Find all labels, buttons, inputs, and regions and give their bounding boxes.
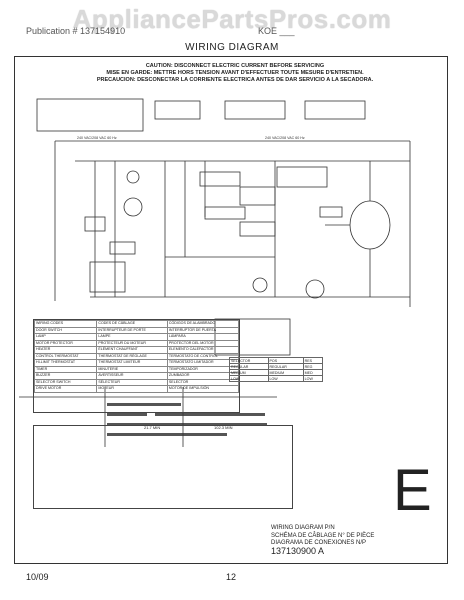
- pn-line-en: WIRING DIAGRAM P/N: [271, 525, 335, 531]
- selector-cell: LOW: [302, 375, 324, 382]
- legend-cell: DRIVE MOTOR: [33, 385, 98, 393]
- wiring-diagram-frame: CAUTION: DISCONNECT ELECTRIC CURRENT BEF…: [14, 56, 448, 564]
- caution-line-es: PRECAUCION: DESCONECTAR LA CORRIENTE ELE…: [96, 77, 374, 83]
- pn-number: 137130900 A: [271, 545, 325, 556]
- revision-letter: E: [393, 458, 432, 523]
- timer-chart: 21.7 MIN 102.3 MIN: [33, 425, 293, 509]
- publication-number: Publication # 137154910: [26, 26, 126, 36]
- selector-cell: LOW: [229, 375, 269, 382]
- diagram-part-number: WIRING DIAGRAM P/N SCHÉMA DE CÂBLAGE N° …: [271, 525, 374, 555]
- footer-date: 10/09: [26, 572, 49, 582]
- power-label-left: 240 VAC/208 VAC 60 Hz: [77, 136, 117, 140]
- pn-line-fr: SCHÉMA DE CÂBLAGE N° DE PIÈCE: [271, 532, 375, 539]
- pn-line-es: DIAGRAMA DE CONEXIONES N/P: [271, 540, 367, 546]
- page-number: 12: [226, 572, 237, 582]
- caution-line-fr: MISE EN GARDE: METTRE HORS TENSION AVANT…: [106, 70, 364, 76]
- watermark-logo: AppliancePartsPros.com: [72, 4, 392, 34]
- selector-cell: LOW: [267, 375, 304, 382]
- timer-label-left: 21.7 MIN: [144, 425, 161, 430]
- model-number: KOE ___: [258, 26, 295, 36]
- caution-line-en: CAUTION: DISCONNECT ELECTRIC CURRENT BEF…: [145, 63, 325, 69]
- power-label-right: 240 VAC/208 VAC 60 Hz: [265, 136, 305, 140]
- wiring-codes-legend: WIRING CODES CODES DE CÂBLAGE CÓDIGOS DE…: [33, 319, 240, 413]
- legend-cell: MOTOR DE IMPULSIÓN: [166, 385, 240, 393]
- page-title: WIRING DIAGRAM: [185, 42, 279, 53]
- caution-block: CAUTION: DISCONNECT ELECTRIC CURRENT BEF…: [75, 63, 395, 84]
- timer-label-right: 102.3 MIN: [214, 425, 233, 430]
- schematic: 240 VAC/208 VAC 60 Hz 240 VAC/208 VAC 60…: [19, 98, 411, 447]
- legend-cell: MOTEUR: [96, 385, 168, 393]
